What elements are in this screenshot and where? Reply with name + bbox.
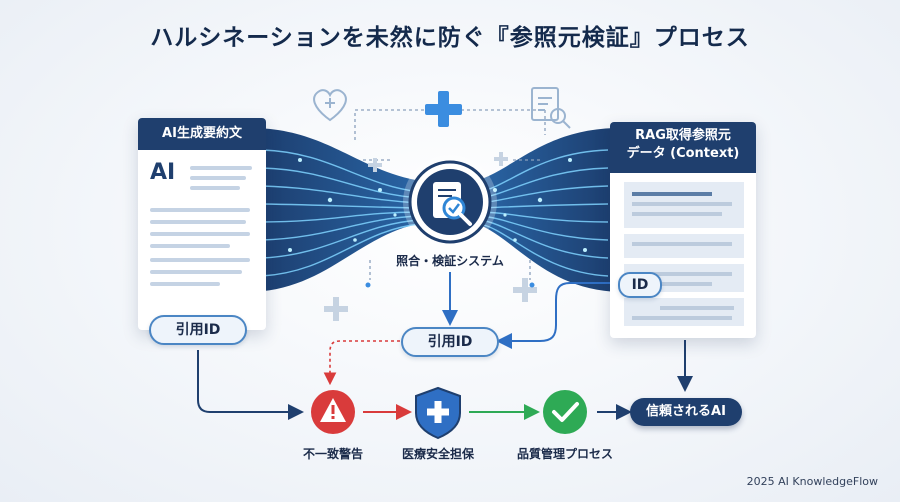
- trusted-ai-pill: 信頼されるAI: [630, 398, 742, 426]
- left-flow-band: [250, 128, 430, 292]
- right-flow-band: [470, 128, 620, 292]
- step-label-safety: 医療安全担保: [401, 447, 474, 461]
- center-citation-id-pill: 引用ID: [401, 327, 499, 357]
- plus-icon: [324, 152, 537, 321]
- rag-header-line2: データ (Context): [626, 146, 740, 161]
- medical-shield-icon: [415, 386, 461, 440]
- heart-plus-icon: [313, 89, 347, 122]
- page-title: ハルシネーションを未然に防ぐ『参照元検証』プロセス: [150, 25, 750, 51]
- rag-context-document: RAG取得参照元 データ (Context): [610, 122, 756, 338]
- footer-credit: 2025 AI KnowledgeFlow: [746, 475, 878, 488]
- left-citation-id-pill: 引用ID: [149, 315, 247, 345]
- rag-header-line1: RAG取得参照元: [635, 128, 731, 143]
- warning-icon: [311, 390, 355, 434]
- citation-to-warning-arrow: [323, 340, 400, 386]
- right-id-tag: ID: [618, 272, 662, 298]
- ai-mark: AI: [150, 160, 176, 185]
- step-label-quality: 品質管理プロセス: [516, 447, 613, 461]
- text-lines: [150, 166, 252, 286]
- ai-summary-document: AI生成要約文 AI: [138, 118, 266, 330]
- left-citation-to-warning-arrow: [197, 350, 304, 420]
- verification-hub: [403, 155, 497, 249]
- medical-cross-icon: [425, 91, 462, 127]
- document-search-icon: [531, 87, 571, 129]
- right-id-to-citation-arrow: [496, 282, 618, 349]
- check-icon: [543, 390, 587, 434]
- context-blocks: [624, 182, 744, 326]
- verification-system-label: 照合・検証システム: [396, 254, 504, 268]
- ai-summary-header: AI生成要約文: [138, 118, 266, 150]
- rag-context-header: RAG取得参照元 データ (Context): [610, 122, 756, 173]
- step-label-warning: 不一致警告: [302, 447, 363, 461]
